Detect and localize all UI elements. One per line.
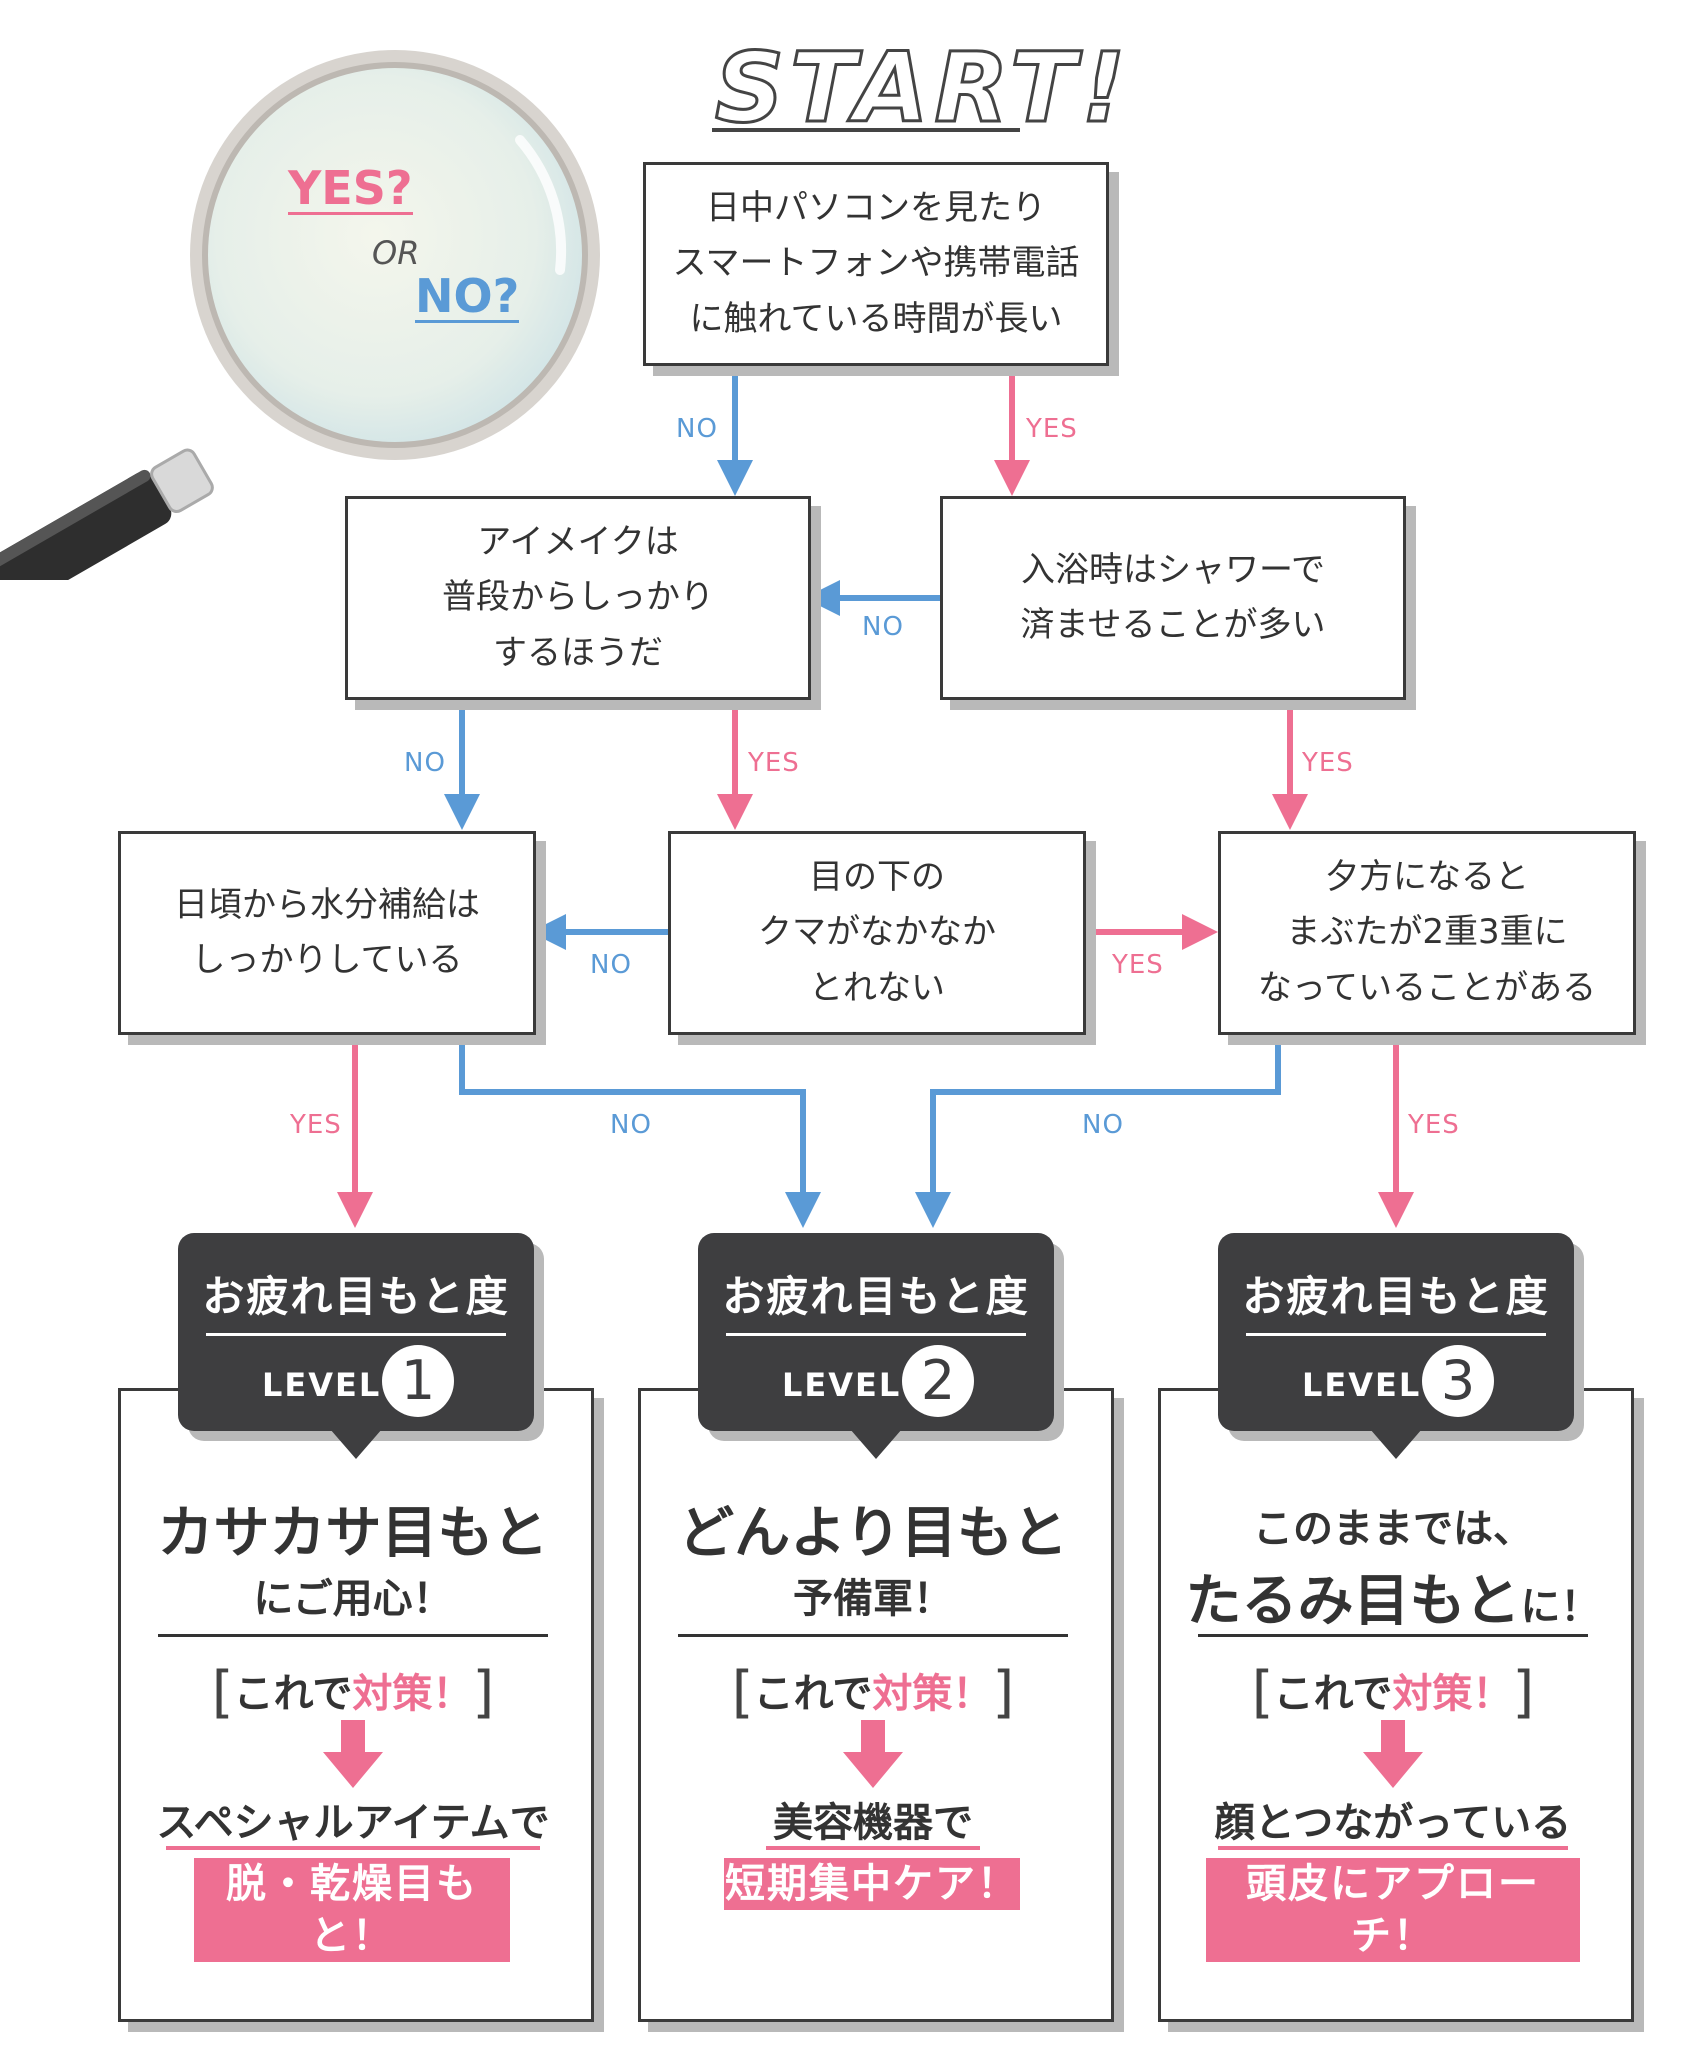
badge-title: お疲れ目もと度 bbox=[722, 1272, 1030, 1321]
label-yes: YES bbox=[1026, 414, 1078, 444]
question-q4: 日頃から水分補給は しっかりしている bbox=[118, 831, 536, 1035]
label-yes: YES bbox=[748, 748, 800, 778]
magnifier-no: NO? bbox=[415, 269, 520, 324]
level-number: 2 bbox=[902, 1345, 974, 1417]
label-yes: YES bbox=[1302, 748, 1354, 778]
badge-pointer bbox=[330, 1429, 382, 1459]
level-label: LEVEL bbox=[262, 1366, 382, 1404]
badge-divider bbox=[1246, 1333, 1546, 1336]
level-label: LEVEL bbox=[782, 1366, 902, 1404]
question-q1: 日中パソコンを見たり スマートフォンや携帯電話 に触れている時間が長い bbox=[643, 162, 1109, 366]
level-badge-2: お疲れ目もと度 LEVEL 2 bbox=[698, 1233, 1054, 1459]
question-q5: 目の下の クマがなかなか とれない bbox=[668, 831, 1086, 1035]
label-yes: YES bbox=[1408, 1110, 1460, 1140]
magnifier-icon bbox=[0, 50, 600, 580]
level-badge-3: お疲れ目もと度 LEVEL 3 bbox=[1218, 1233, 1574, 1459]
result-card-level-1 bbox=[118, 1388, 594, 2022]
label-no: NO bbox=[404, 748, 446, 778]
arrow-q6-no bbox=[915, 1034, 1281, 1228]
arrow-q4-no bbox=[459, 1034, 821, 1228]
label-no: NO bbox=[676, 414, 718, 444]
level-number: 1 bbox=[382, 1345, 454, 1417]
result-card-level-3 bbox=[1158, 1388, 1634, 2022]
label-yes: YES bbox=[1112, 950, 1164, 980]
result-card-level-2 bbox=[638, 1388, 1114, 2022]
badge-divider bbox=[206, 1333, 506, 1336]
badge-pointer bbox=[1370, 1429, 1422, 1459]
start-underline bbox=[712, 128, 1020, 132]
start-title: START! bbox=[713, 31, 1132, 146]
question-q3: 入浴時はシャワーで 済ませることが多い bbox=[940, 496, 1406, 700]
magnifier-yes: YES? bbox=[288, 161, 413, 216]
magnifier-or: OR bbox=[372, 234, 420, 272]
level-number: 3 bbox=[1422, 1345, 1494, 1417]
label-no: NO bbox=[1082, 1110, 1124, 1140]
badge-pointer bbox=[850, 1429, 902, 1459]
label-no: NO bbox=[862, 612, 904, 642]
question-q6: 夕方になると まぶたが2重3重に なっていることがある bbox=[1218, 831, 1636, 1035]
label-no: NO bbox=[590, 950, 632, 980]
level-label: LEVEL bbox=[1302, 1366, 1422, 1404]
level-badge-1: お疲れ目もと度 LEVEL 1 bbox=[178, 1233, 534, 1459]
question-q2: アイメイクは 普段からしっかり するほうだ bbox=[345, 496, 811, 700]
badge-title: お疲れ目もと度 bbox=[202, 1272, 510, 1321]
badge-title: お疲れ目もと度 bbox=[1242, 1272, 1550, 1321]
label-no: NO bbox=[610, 1110, 652, 1140]
badge-divider bbox=[726, 1333, 1026, 1336]
label-yes: YES bbox=[290, 1110, 342, 1140]
